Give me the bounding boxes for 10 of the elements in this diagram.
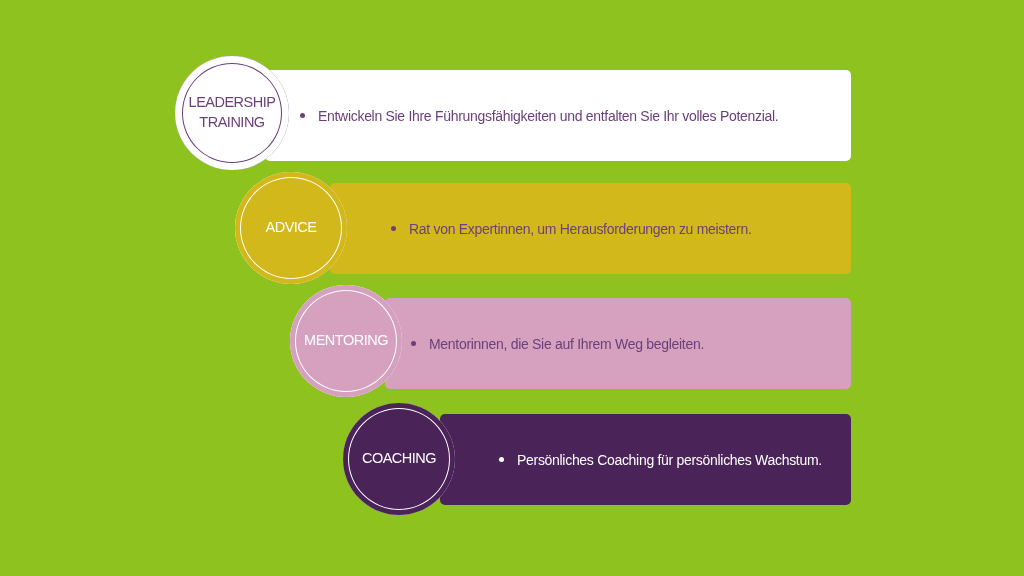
circle-label: LEADERSHIP TRAINING (187, 93, 277, 132)
bullet-text: Persönliches Coaching für persönliches Wachstum. (517, 451, 822, 468)
bullet-text: Mentorinnen, die Sie auf Ihrem Weg begleiten. (429, 335, 704, 352)
circle-label: MENTORING (304, 331, 388, 351)
circle-label: COACHING (361, 449, 437, 469)
bullet-text: Entwickeln Sie Ihre Führungsfähigkeiten und entfalten Sie Ihr volles Potenzial. (318, 107, 779, 124)
bullet-text: Rat von Expertinnen, um Herausforderungen zu meistern. (409, 220, 752, 237)
text-bar (330, 183, 851, 274)
circle-label: ADVICE (265, 218, 317, 238)
text-bar (440, 414, 851, 505)
